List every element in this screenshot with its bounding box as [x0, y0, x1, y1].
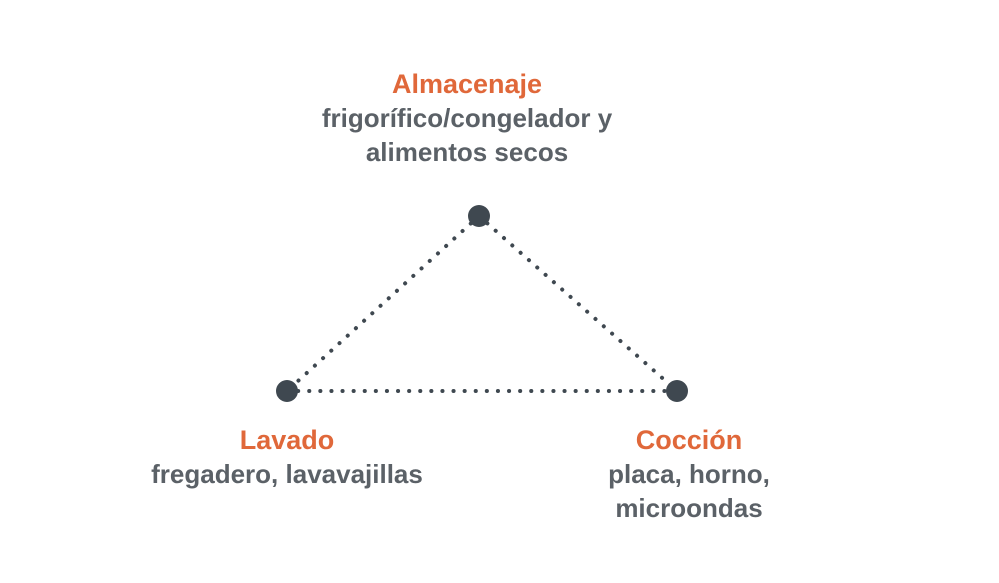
- washing-label: Lavado fregadero, lavavajillas: [151, 423, 423, 491]
- cooking-label: Cocción placa, horno, microondas: [608, 423, 770, 525]
- edge-storage-washing: [285, 214, 481, 393]
- edge-storage-cooking: [477, 214, 679, 393]
- cooking-desc-line1: placa, horno,: [608, 459, 770, 489]
- washing-title: Lavado: [239, 425, 335, 455]
- storage-desc-line1: frigorífico/congelador y: [321, 103, 613, 133]
- storage-node-icon: [468, 205, 490, 227]
- cooking-node-icon: [666, 380, 688, 402]
- cooking-desc-line2: microondas: [615, 493, 763, 523]
- cooking-title: Cocción: [635, 425, 743, 455]
- washing-node-icon: [276, 380, 298, 402]
- storage-desc-line2: alimentos secos: [365, 137, 569, 167]
- washing-desc-line1: fregadero, lavavajillas: [151, 459, 423, 489]
- storage-label: Almacenaje frigorífico/congelador y alim…: [322, 67, 612, 169]
- storage-title: Almacenaje: [391, 69, 543, 99]
